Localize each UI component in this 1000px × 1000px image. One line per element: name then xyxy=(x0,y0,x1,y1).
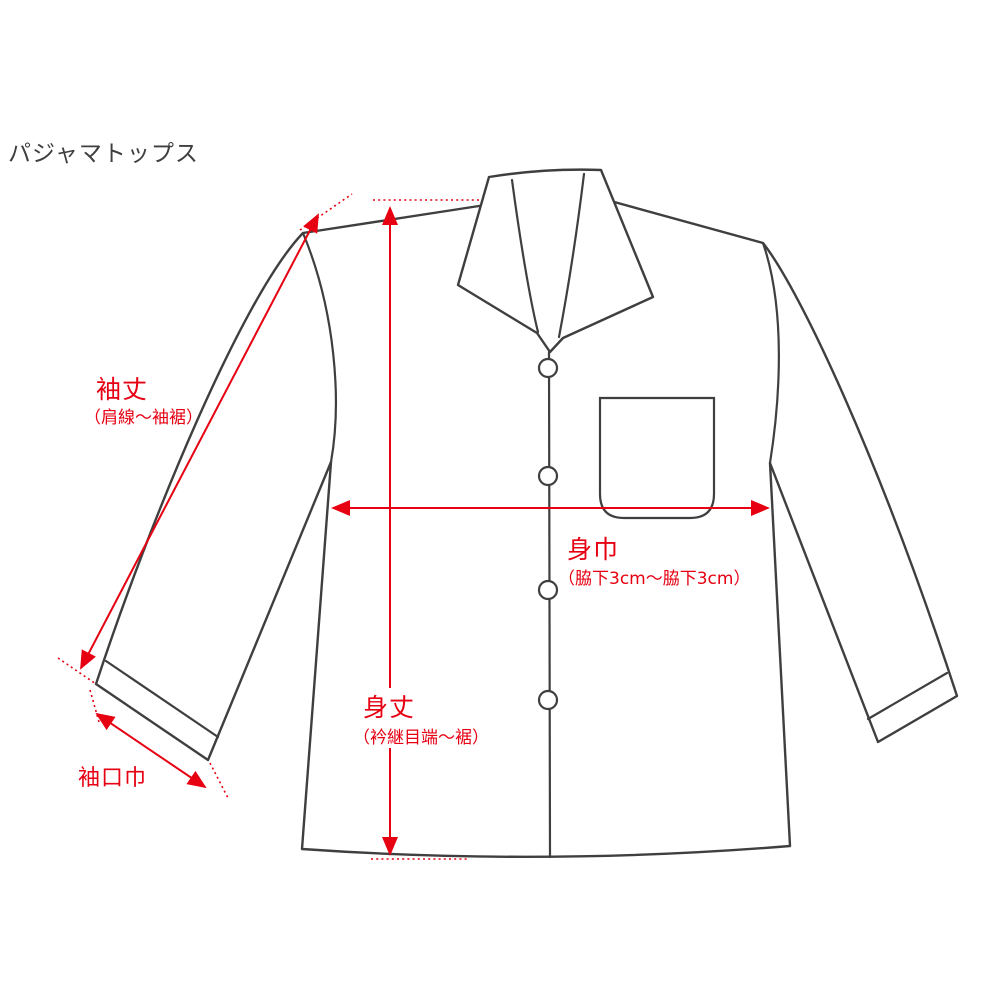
sleeve-length-label: 袖丈 xyxy=(96,375,149,404)
right-lapel-seam xyxy=(557,172,586,339)
shoulder-guide-dotted xyxy=(299,193,353,231)
buttons xyxy=(537,357,559,711)
body-width-label: 身巾 xyxy=(567,535,620,564)
right-cuff-band xyxy=(866,671,949,721)
left-lapel-seam xyxy=(510,178,540,334)
button-2 xyxy=(537,465,559,487)
cuff-width-label: 袖口巾 xyxy=(78,766,148,791)
cuff-outer-guide-dotted xyxy=(57,657,97,685)
sleeve-length-note: （肩線～袖裾） xyxy=(84,408,203,428)
button-3 xyxy=(537,579,559,601)
cuff-inner-guide-dotted xyxy=(209,762,229,799)
body-length-label: 身丈 xyxy=(360,688,419,724)
body-length-note: （衿継目端～裾） xyxy=(350,723,492,748)
collar xyxy=(456,168,655,354)
right-armhole-seam xyxy=(761,241,780,465)
sleeve-length-arrow xyxy=(57,193,353,685)
button-1 xyxy=(537,357,559,379)
cuff-width-arrow xyxy=(89,689,229,799)
button-4 xyxy=(537,689,559,711)
body-width-note: （脇下3cm～脇下3cm） xyxy=(558,569,751,589)
front-placket-line xyxy=(547,350,552,859)
cuff-outer-end-dotted xyxy=(89,689,100,723)
diagram-title: パジャマトップス xyxy=(8,141,199,167)
chest-pocket xyxy=(598,396,716,520)
